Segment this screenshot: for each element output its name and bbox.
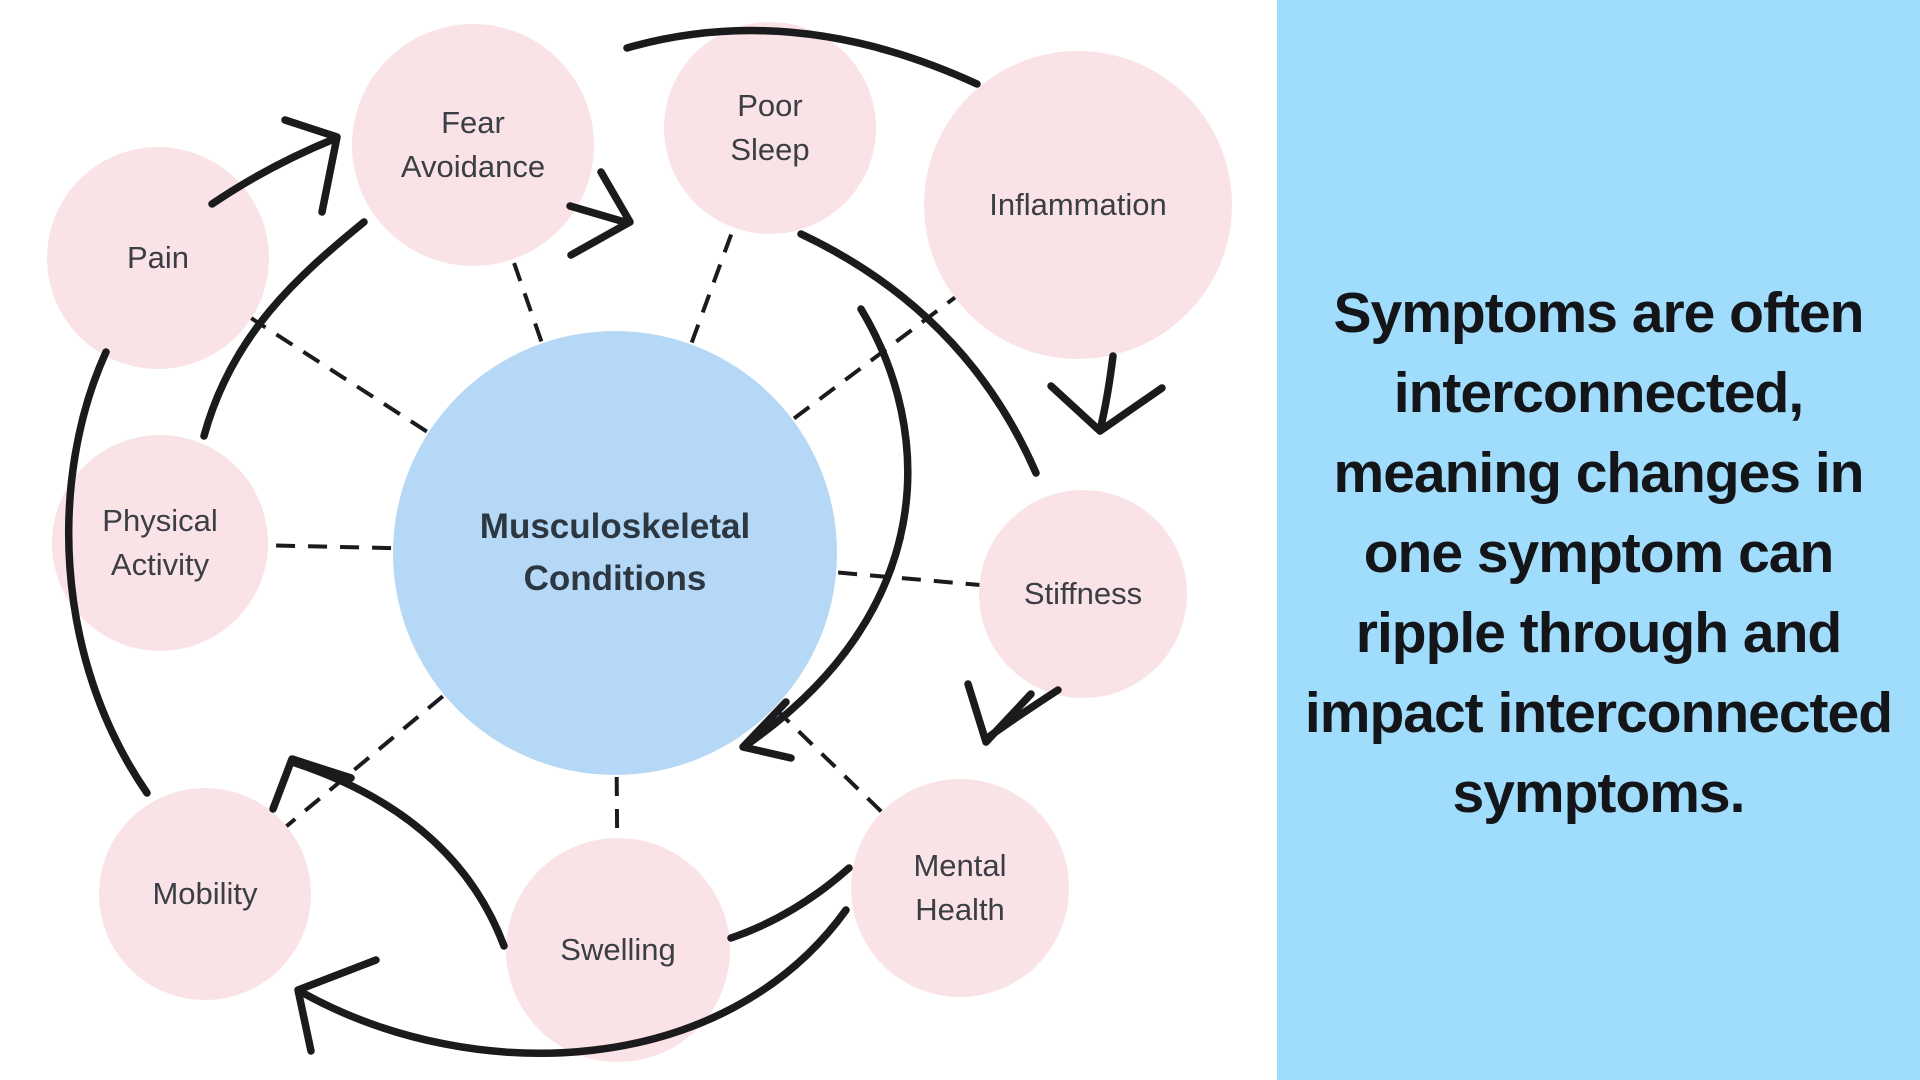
- arrowhead-icon: [964, 680, 1035, 746]
- node-mental-health: Mental Health: [851, 779, 1069, 997]
- node-inflammation: Inflammation: [924, 51, 1232, 359]
- arc-pain-to-mobility: [65, 348, 151, 797]
- node-label: Inflammation: [989, 186, 1167, 222]
- arrowhead-icon: [739, 698, 795, 762]
- node-label: Health: [915, 892, 1005, 927]
- node-label: Swelling: [560, 931, 676, 967]
- node-physical-activity: Physical Activity: [52, 435, 268, 651]
- node-label: Pain: [126, 239, 190, 275]
- node-poor-sleep: Poor Sleep: [664, 22, 876, 234]
- arrow-poor-sleep-to-inflammation: [623, 26, 981, 88]
- node-stiffness: Stiffness: [979, 490, 1187, 698]
- center-node-musculoskeletal-conditions: Musculoskeletal Conditions: [393, 331, 837, 775]
- arrowhead-icon: [281, 116, 341, 216]
- node-label: Mental: [913, 847, 1007, 883]
- arrow-poor-sleep-to-stiffness: [797, 230, 1040, 477]
- caption-line: Symptoms are often: [1333, 280, 1865, 345]
- node-label: Sleep: [730, 132, 810, 167]
- caption-line: impact interconnected: [1304, 680, 1893, 745]
- node-mobility: Mobility: [99, 788, 311, 1000]
- node-label: Avoidance: [400, 149, 546, 184]
- panel-caption: Symptoms are often interconnected, meani…: [1284, 273, 1914, 833]
- caption-line: ripple through and: [1355, 600, 1842, 665]
- dashed-line-mobility: [203, 551, 617, 896]
- arrow-pain-to-fear-avoidance-shaft: [208, 135, 338, 208]
- center-label-line2: Conditions: [523, 559, 707, 598]
- node-pain: Pain: [47, 147, 269, 369]
- arrowhead-icon: [269, 755, 355, 813]
- arrowhead-icon: [1047, 382, 1166, 435]
- caption-line: one symptom can: [1363, 520, 1835, 585]
- arrowhead-icon: [567, 168, 634, 259]
- node-fear-avoidance: Fear Avoidance: [352, 24, 594, 266]
- caption-line: meaning changes in: [1333, 440, 1865, 505]
- arrow-swelling-to-mobility-shaft: [291, 759, 508, 950]
- caption-line: symptoms.: [1452, 760, 1746, 825]
- node-label: Poor: [737, 87, 803, 123]
- side-panel: Symptoms are often interconnected, meani…: [1277, 0, 1920, 1080]
- caption-line: interconnected,: [1393, 360, 1804, 425]
- arrowhead-icon: [294, 956, 380, 1055]
- node-label: Fear: [441, 104, 505, 140]
- arc-fear-avoidance-to-physical-activity: [200, 218, 368, 440]
- arrow-mental-health-to-swelling: [727, 864, 853, 942]
- node-label: Activity: [110, 547, 210, 582]
- node-label: Physical: [102, 502, 218, 538]
- node-label: Stiffness: [1023, 575, 1143, 611]
- arrow-inflammation-to-stiffness-shaft: [1097, 352, 1117, 430]
- node-label: Mobility: [152, 875, 258, 911]
- center-label-line1: Musculoskeletal: [479, 506, 751, 546]
- arrow-fear-avoidance-to-poor-sleep-shaft: [566, 202, 632, 227]
- cycle-arrows: [65, 26, 1166, 1057]
- arrow-mental-health-to-mobility-shaft: [299, 906, 850, 1057]
- arrow-inner-arc-shaft: [741, 305, 912, 750]
